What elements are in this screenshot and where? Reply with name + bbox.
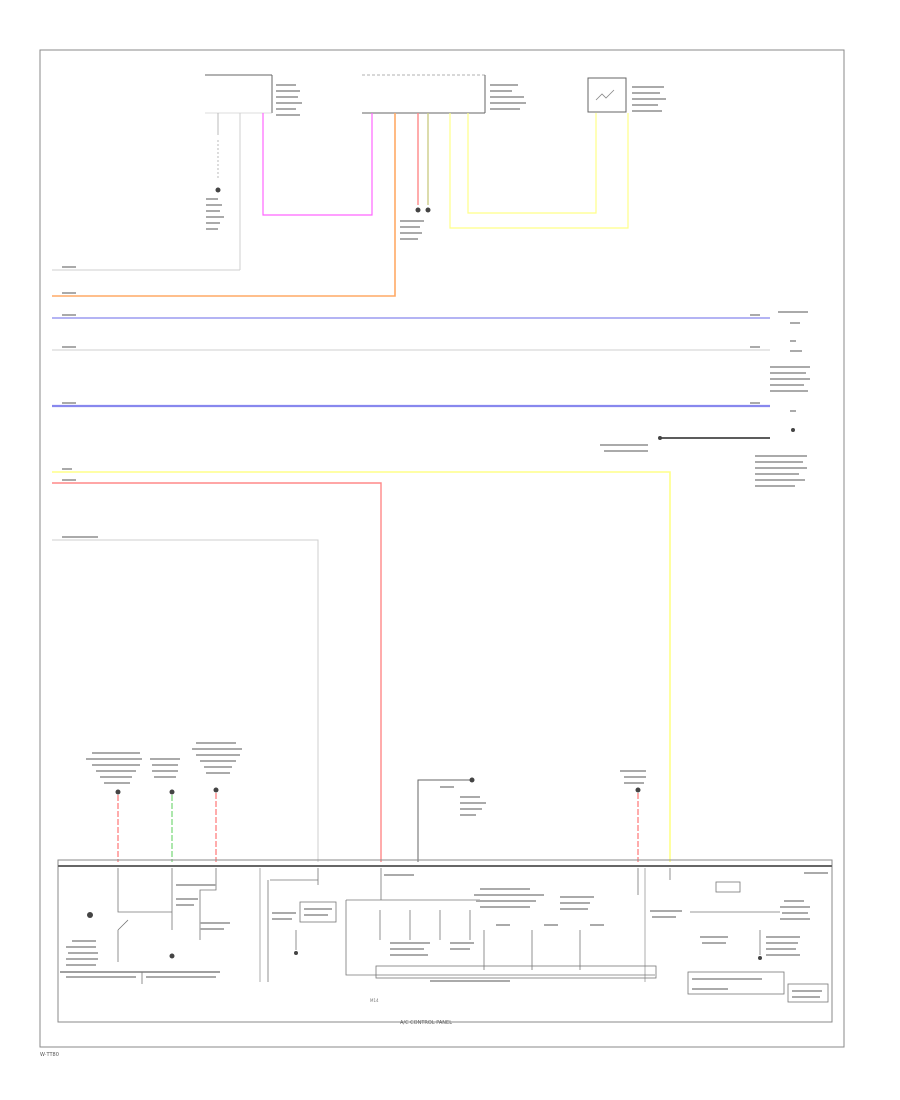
wire-yellow-top <box>449 113 629 229</box>
module-sub-label: M14 <box>370 998 379 1003</box>
wire-yellow-main <box>52 471 671 862</box>
left-wire-tags <box>62 266 760 538</box>
wire-black-right <box>600 436 770 452</box>
footer-label: W·TT80 <box>40 1052 59 1058</box>
wire-orange <box>52 113 396 297</box>
top-center-connector <box>362 74 526 114</box>
top-left-connector <box>205 74 302 116</box>
ground-drop <box>417 777 486 862</box>
lower-left-connectors <box>86 742 242 862</box>
module-label: A/C CONTROL PANEL <box>400 1020 452 1026</box>
center-stubs <box>400 113 431 240</box>
right-side-labels <box>755 311 810 487</box>
wire-gray-main <box>52 539 319 862</box>
wire-red-main <box>52 482 382 862</box>
lower-right-connector <box>620 770 646 862</box>
wire-pink <box>262 113 373 216</box>
ac-control-panel-module: M14 A/C CONTROL PANEL <box>57 859 833 1026</box>
top-left-drops <box>206 113 241 270</box>
top-right-connector <box>587 77 666 113</box>
diagram-border <box>39 49 845 1048</box>
